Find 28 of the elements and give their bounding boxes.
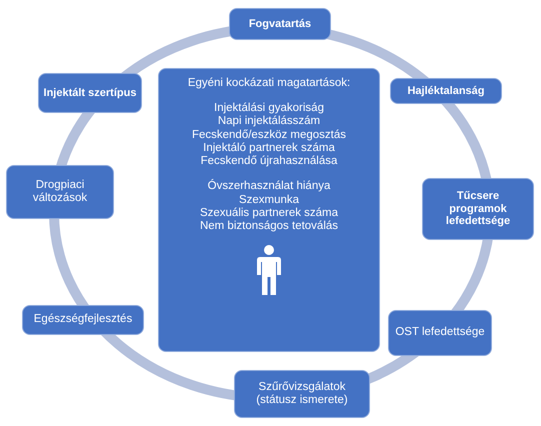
factor-box <box>390 78 502 104</box>
factor-box <box>22 305 144 335</box>
factor-box <box>229 8 331 40</box>
box-text: Drogpiaci változások <box>32 178 88 206</box>
factor-box <box>38 73 142 113</box>
factor-box <box>158 68 380 352</box>
box-text: Fecskendő újrahasználása <box>200 155 338 168</box>
box-text: Fecskendő/eszköz megosztás <box>192 128 346 142</box>
box-text: OST lefedettsége <box>395 326 485 340</box>
box-text: Napi injektálásszám <box>218 115 320 129</box>
factor-box <box>388 310 492 356</box>
person-icon <box>256 245 282 298</box>
box-text: Injektáló partnerek száma <box>203 142 335 156</box>
box-text: Injektálási gyakoriság <box>214 102 324 116</box>
box-text: Szexuális partnerek száma <box>200 206 338 220</box>
box-text: Injektált szertípus <box>44 86 136 100</box>
box-text: Fogvatartás <box>248 18 312 30</box>
box-text: Egészségfejlesztés <box>34 313 132 327</box>
box-text: Hajléktalanság <box>407 84 485 98</box>
box-text: Nem biztonságos tetoválás <box>200 220 338 234</box>
box-text: Szexmunka <box>238 194 300 207</box>
box-text: Óvszerhasználat hiánya <box>208 180 330 194</box>
factor-box <box>422 178 534 240</box>
box-text: Tűcsere programok lefedettsége <box>444 190 512 228</box>
factor-box <box>6 165 114 219</box>
factor-box <box>234 370 370 418</box>
box-text: Szűrővizsgálatok (státusz ismerete) <box>255 380 349 408</box>
box-heading: Egyéni kockázati magatartások: <box>188 77 350 90</box>
